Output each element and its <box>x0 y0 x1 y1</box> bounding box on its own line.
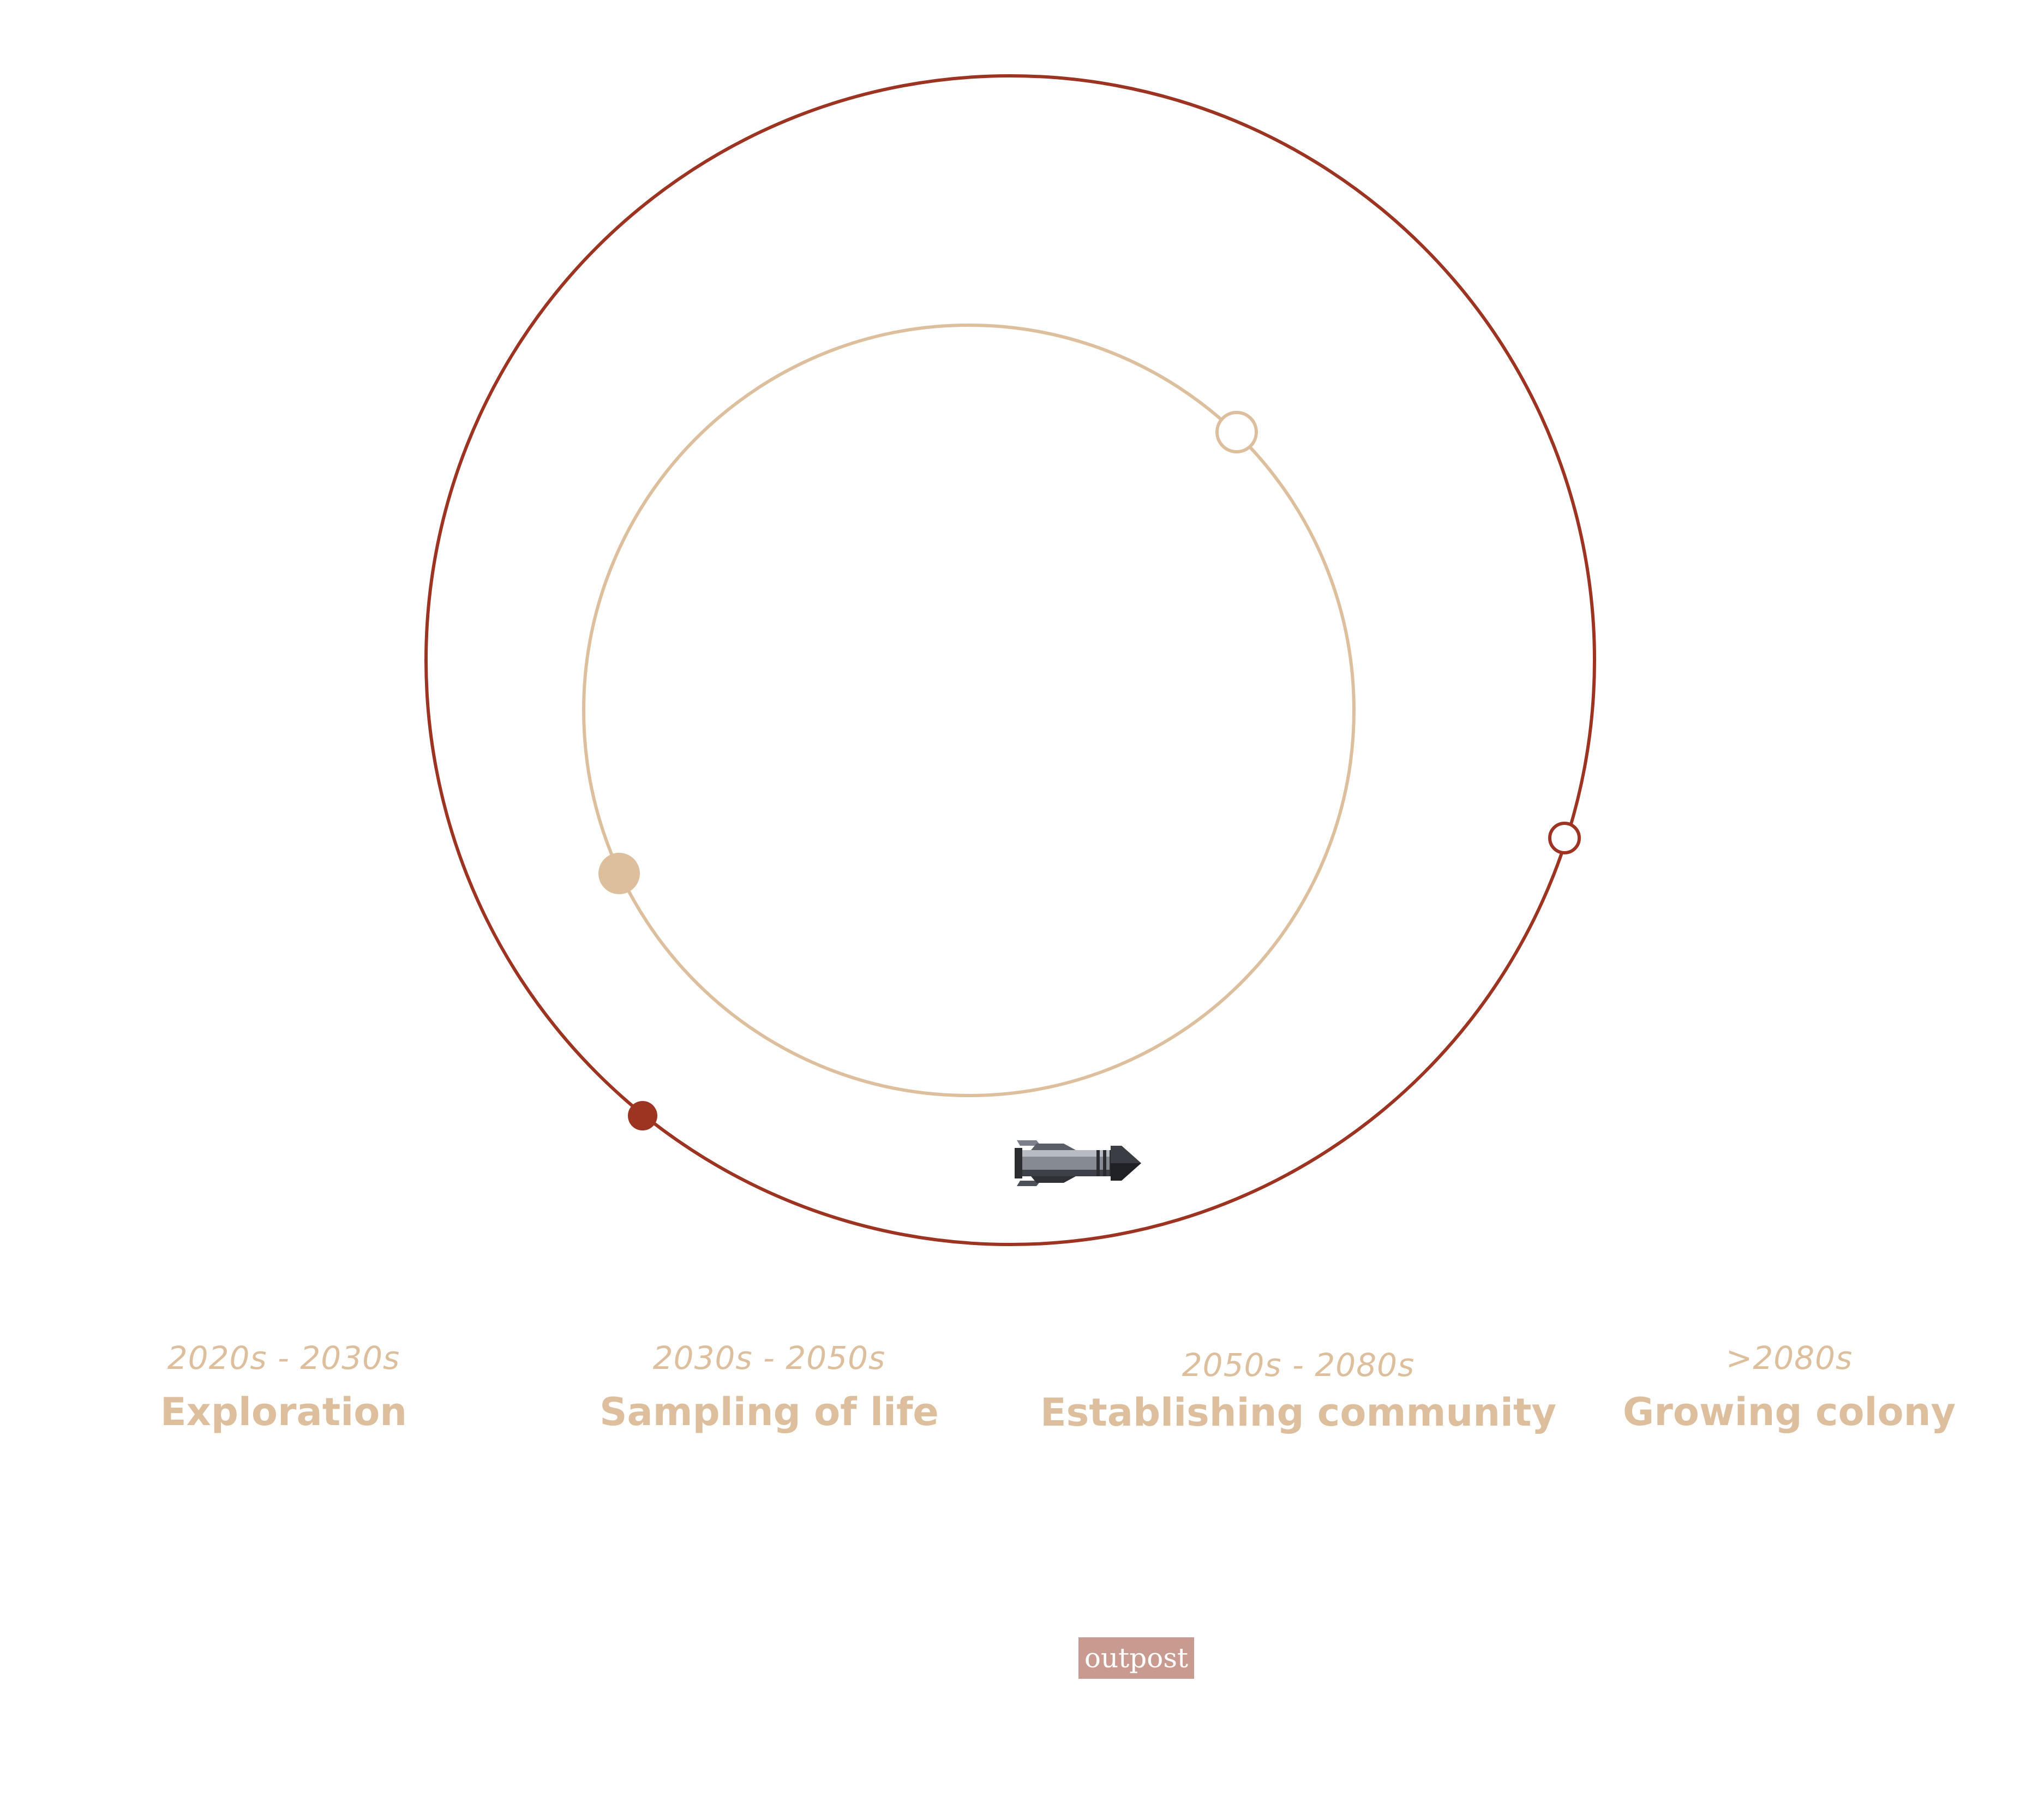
phase-period: >2080s <box>1725 1339 1853 1377</box>
inner-orbit <box>582 324 1356 1097</box>
phase-sampling-of-life: 2030s - 2050s Sampling of life <box>578 1339 960 1434</box>
phase-period: 2050s - 2080s <box>1182 1347 1415 1384</box>
phase-growing-colony: >2080s Growing colony <box>1604 1339 1975 1434</box>
outer-orbit-hollow-marker <box>1548 822 1581 854</box>
phase-period: 2020s - 2030s <box>167 1339 400 1377</box>
phase-period: 2030s - 2050s <box>652 1339 886 1377</box>
outpost-logo: outpost <box>1078 1637 1194 1679</box>
rocket-icon <box>1015 1140 1141 1186</box>
phase-title: Sampling of life <box>600 1390 939 1434</box>
outer-orbit <box>424 74 1596 1246</box>
inner-orbit-hollow-marker <box>1215 411 1258 453</box>
phase-title: Growing colony <box>1622 1390 1956 1434</box>
phase-title: Establishing community <box>1040 1390 1557 1435</box>
inner-orbit-filled-marker <box>598 853 640 894</box>
phase-title: Exploration <box>160 1390 407 1434</box>
outer-orbit-dotted-trail <box>1540 865 1554 893</box>
phase-exploration: 2020s - 2030s Exploration <box>131 1339 436 1434</box>
phase-establishing-community: 2050s - 2080s Establishing community <box>1026 1347 1571 1435</box>
outer-orbit-filled-marker <box>628 1101 657 1130</box>
